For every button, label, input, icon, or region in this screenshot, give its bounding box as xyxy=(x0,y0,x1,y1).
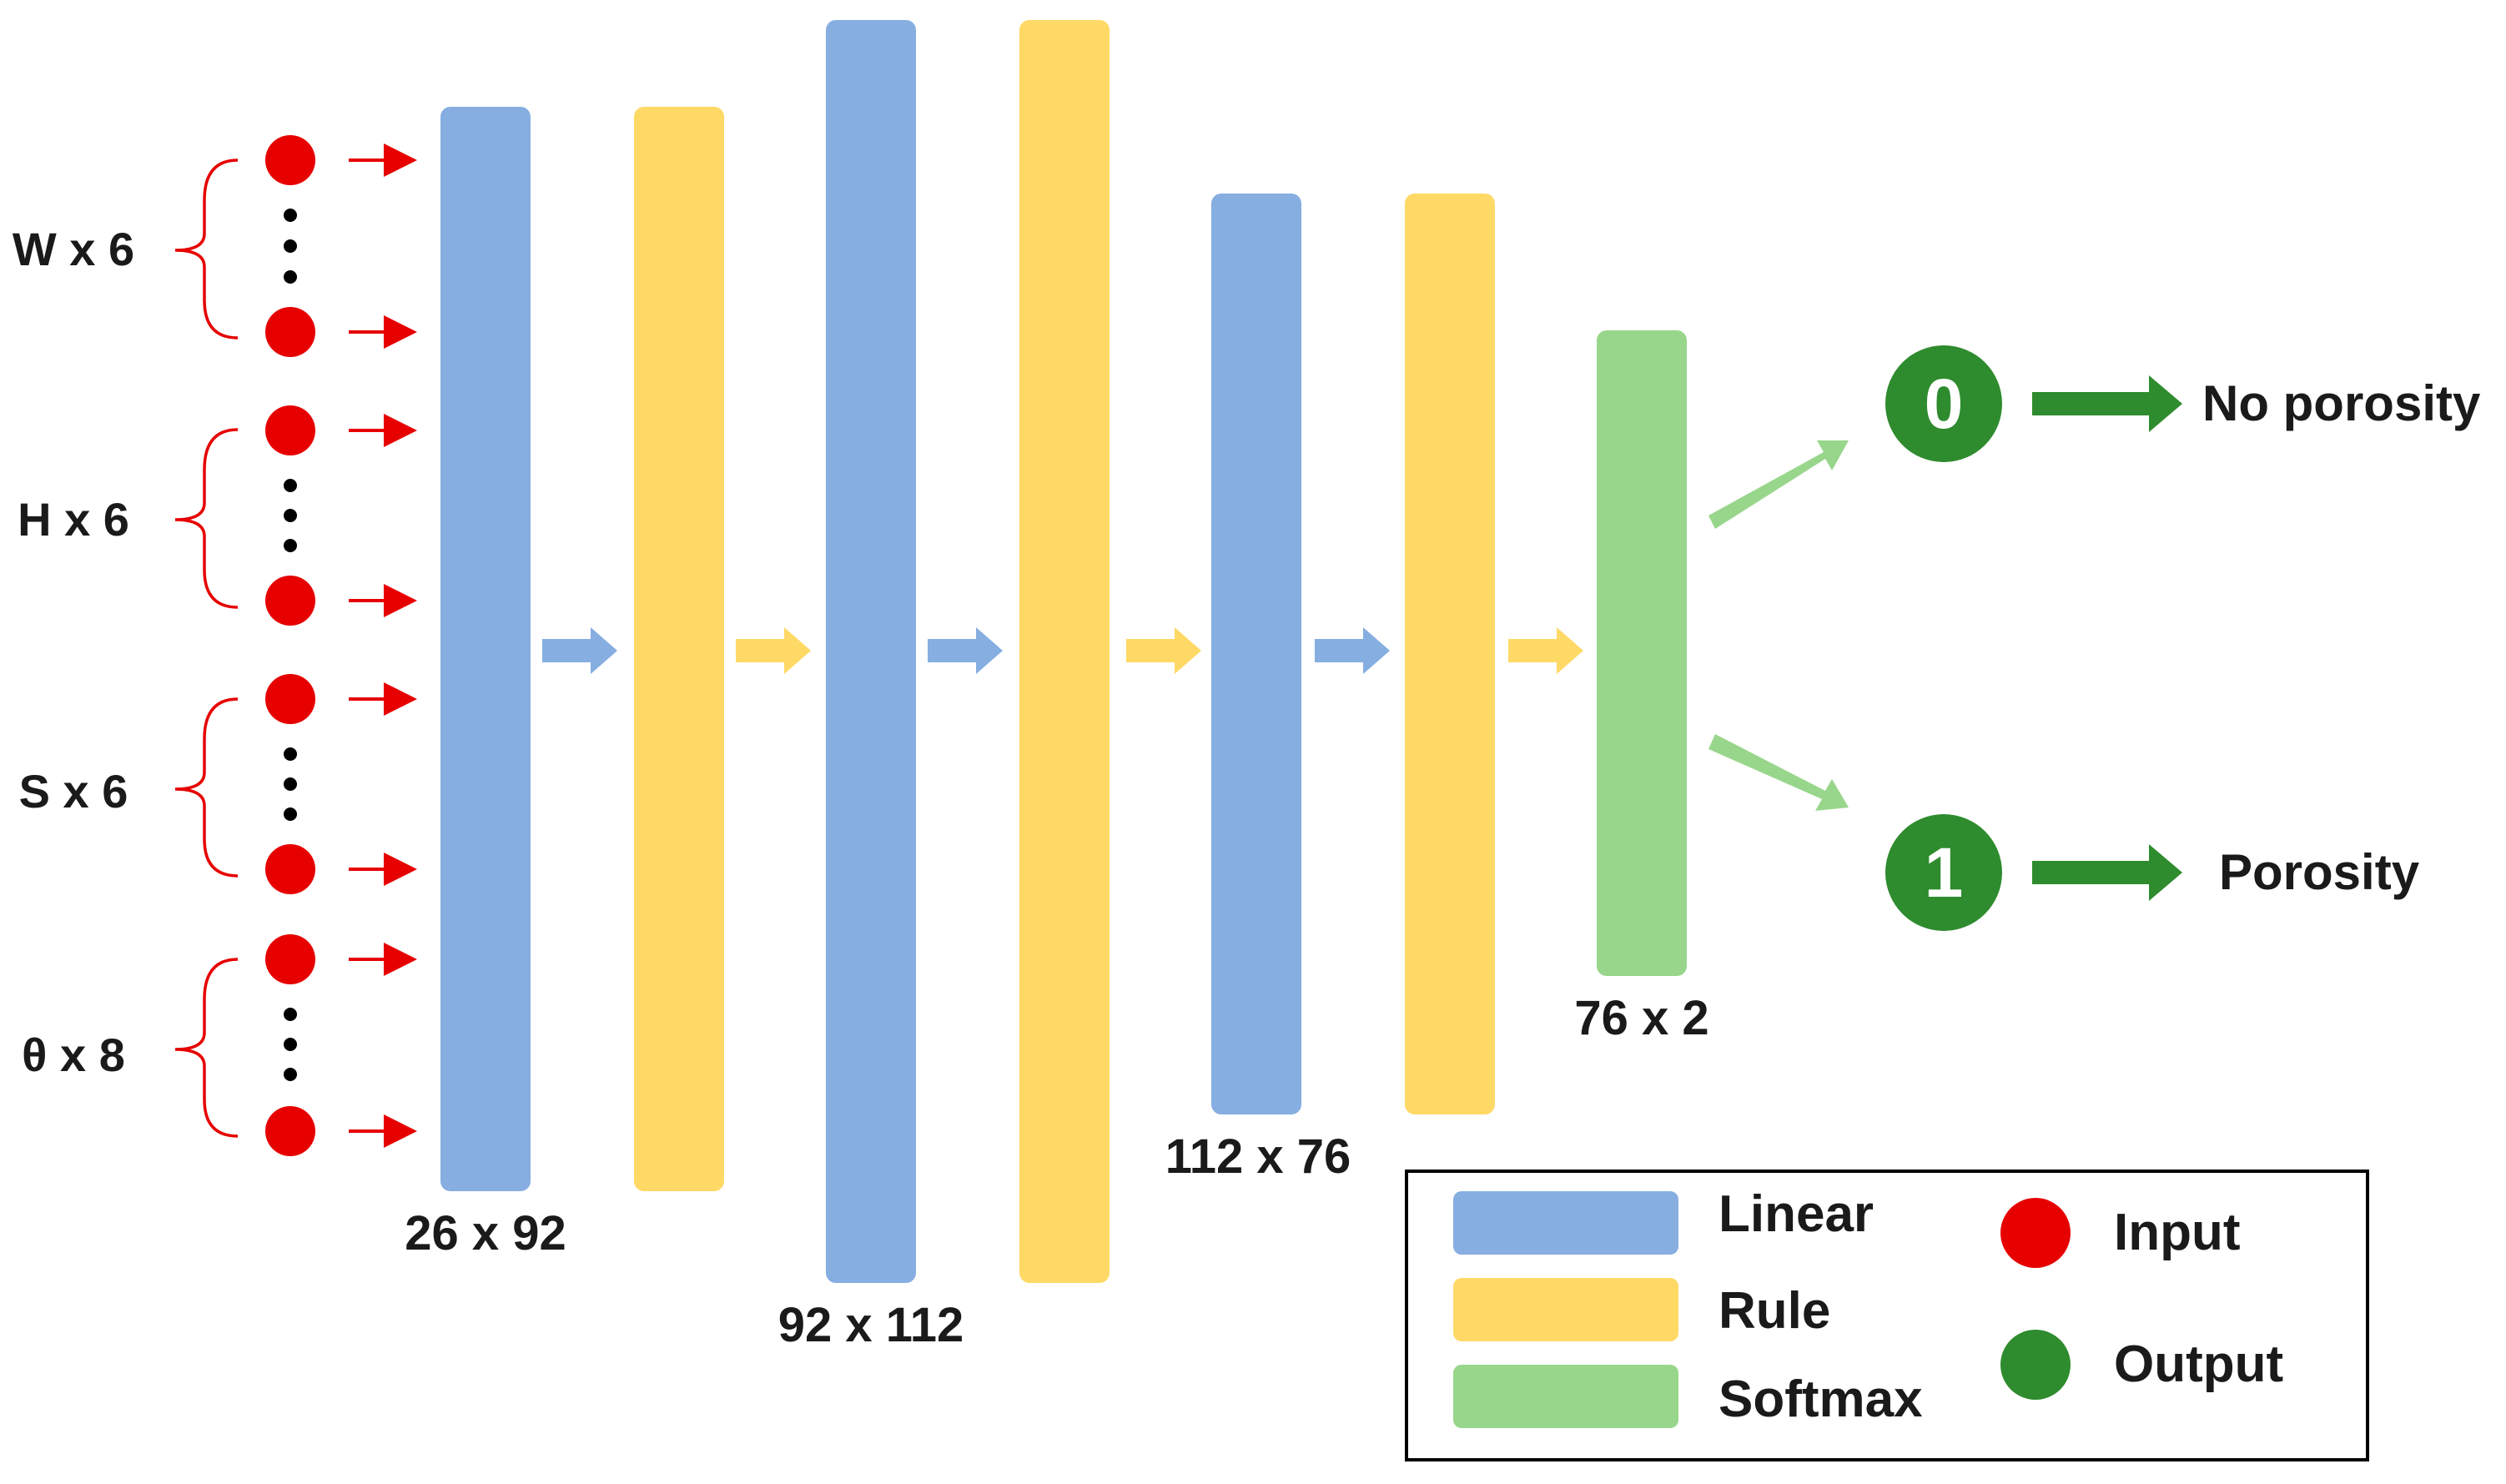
legend: Linear Rule Softmax Input Output xyxy=(1405,1170,2369,1461)
legend-label-softmax: Softmax xyxy=(1718,1371,1923,1428)
input-label-s: S x 6 xyxy=(19,765,128,817)
legend-input-dot xyxy=(2000,1198,2071,1268)
legend-output-dot xyxy=(2000,1330,2071,1400)
legend-label-rule: Rule xyxy=(1718,1282,1830,1340)
legend-swatch-linear xyxy=(1453,1191,1678,1255)
dim-label-2: 92 x 112 xyxy=(778,1298,964,1352)
layer-softmax xyxy=(1597,330,1687,976)
output-node-1-label: 1 xyxy=(1925,833,1964,912)
input-node xyxy=(265,844,315,894)
output-node-1 xyxy=(1885,814,2002,931)
input-node xyxy=(265,674,315,724)
brace-s xyxy=(174,697,239,878)
input-arrows xyxy=(349,143,417,1148)
output-node-0 xyxy=(1885,345,2002,462)
input-label-theta: θ x 8 xyxy=(22,1029,125,1081)
input-nodes xyxy=(265,135,315,1156)
input-node xyxy=(265,135,315,185)
arrow-linear-1 xyxy=(542,627,617,674)
output-node-0-label: 0 xyxy=(1925,365,1964,443)
arrow-rule-3 xyxy=(1508,627,1583,674)
legend-label-input: Input xyxy=(2114,1204,2241,1261)
ellipsis-dots xyxy=(284,209,297,1081)
output-text-porosity: Porosity xyxy=(2219,844,2420,900)
arrow-linear-3 xyxy=(1315,627,1390,674)
dim-label-3: 112 x 76 xyxy=(1165,1129,1351,1184)
brace-h xyxy=(174,428,239,609)
arrow-output-0 xyxy=(2032,375,2182,432)
layer-rule-1 xyxy=(634,107,724,1191)
brace-theta xyxy=(174,958,239,1138)
input-label-w: W x 6 xyxy=(13,223,134,275)
brace-w xyxy=(174,158,239,340)
output-text-no-porosity: No porosity xyxy=(2202,375,2481,431)
legend-swatch-softmax xyxy=(1453,1365,1678,1428)
input-node xyxy=(265,405,315,455)
input-node xyxy=(265,307,315,357)
input-node xyxy=(265,576,315,626)
legend-swatch-rule xyxy=(1453,1278,1678,1341)
input-node xyxy=(265,934,315,984)
arrow-linear-2 xyxy=(928,627,1003,674)
arrow-output-1 xyxy=(2032,844,2182,901)
dim-label-4: 76 x 2 xyxy=(1574,991,1708,1045)
arrow-rule-1 xyxy=(736,627,811,674)
dim-label-1: 26 x 92 xyxy=(405,1206,566,1260)
arrow-softmax-to-0 xyxy=(1708,440,1849,529)
legend-label-linear: Linear xyxy=(1718,1185,1874,1243)
arrow-softmax-to-1 xyxy=(1708,734,1849,811)
input-node xyxy=(265,1106,315,1156)
legend-label-output: Output xyxy=(2114,1336,2283,1393)
arrow-rule-2 xyxy=(1126,627,1201,674)
layer-linear-3 xyxy=(1211,194,1301,1114)
layer-rule-2 xyxy=(1019,20,1110,1283)
layer-linear-1 xyxy=(440,107,531,1191)
layer-rule-3 xyxy=(1405,194,1495,1114)
layer-linear-2 xyxy=(826,20,916,1283)
input-label-h: H x 6 xyxy=(18,493,129,546)
